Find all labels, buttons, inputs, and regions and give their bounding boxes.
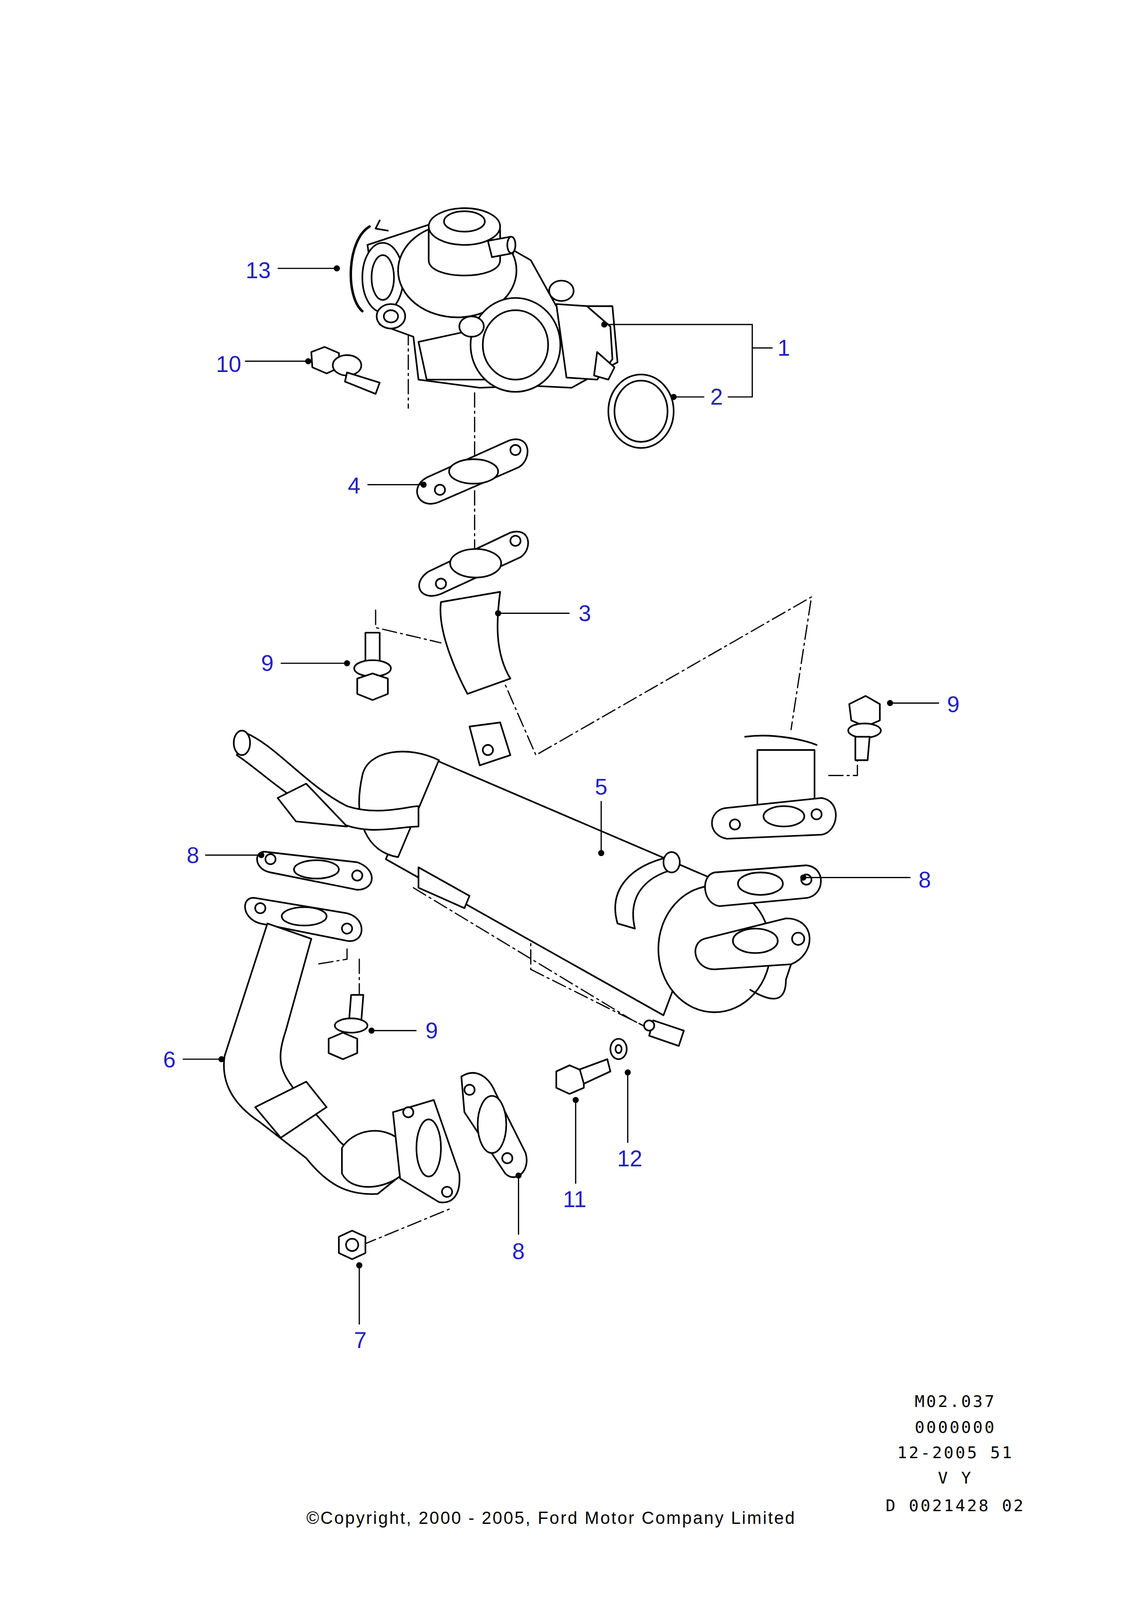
callout-number: 9 — [260, 651, 274, 675]
callout-number: 12 — [617, 1147, 643, 1170]
copyright-note: ©Copyright, 2000 - 2005, Ford Motor Comp… — [306, 1509, 797, 1527]
callout-number: 8 — [186, 844, 200, 867]
callout-number: 6 — [163, 1048, 176, 1072]
drawing-code: M02.037 — [914, 1393, 997, 1410]
drawing-code: V Y — [937, 1469, 973, 1487]
callout-number: 8 — [918, 868, 932, 892]
callout-number: 1 — [777, 336, 791, 360]
callout-number: 4 — [347, 474, 361, 498]
callout-number: 9 — [946, 693, 960, 716]
callout-number: 10 — [216, 352, 242, 376]
callout-number: 9 — [425, 1019, 439, 1043]
callout-number: 5 — [594, 775, 608, 799]
drawing-code: D 0021428 02 — [885, 1497, 1026, 1514]
drawing-code: 12-2005 51 — [897, 1444, 1014, 1461]
callout-number: 2 — [710, 385, 724, 409]
callout-number: 13 — [245, 259, 271, 282]
drawing-code: 0000000 — [914, 1418, 997, 1436]
callout-number: 8 — [512, 1240, 526, 1263]
callout-number: 3 — [578, 602, 592, 625]
callout-number: 7 — [353, 1328, 367, 1352]
callout-number: 11 — [562, 1187, 587, 1211]
